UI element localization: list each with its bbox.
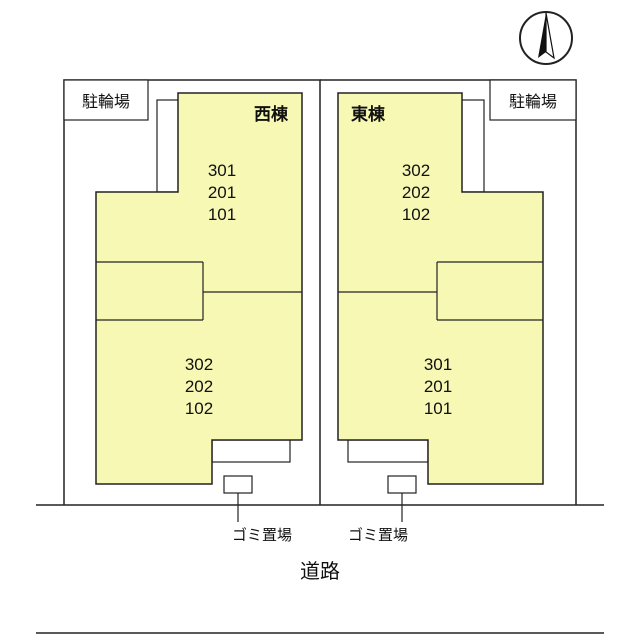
west-lot-boundary <box>63 79 321 505</box>
east-bicycle-parking-box <box>489 79 577 121</box>
west-unit-s1: 202 <box>185 377 213 396</box>
west-unit-n1: 201 <box>208 183 236 202</box>
east-building: 駐輪場 東棟 302 202 102 301 201 101 ゴミ置場 <box>337 79 577 544</box>
east-garbage-box <box>387 475 417 494</box>
west-building-name: 西棟 <box>254 104 289 125</box>
west-unit-s0: 302 <box>185 355 213 374</box>
east-garbage-label: ゴミ置場 <box>348 526 408 544</box>
west-unit-n0: 301 <box>208 161 236 180</box>
west-unit-n2: 101 <box>208 205 236 224</box>
east-unit-s1: 201 <box>424 377 452 396</box>
west-garbage-box <box>223 475 253 494</box>
east-building-footprint <box>337 92 544 485</box>
east-unit-s0: 301 <box>424 355 452 374</box>
west-bicycle-parking-box <box>63 79 149 121</box>
east-unit-n1: 202 <box>402 183 430 202</box>
west-garbage-label: ゴミ置場 <box>232 526 292 544</box>
east-unit-n2: 102 <box>402 205 430 224</box>
east-service-annex <box>458 99 485 193</box>
east-building-name: 東棟 <box>351 104 386 125</box>
west-bicycle-parking-label: 駐輪場 <box>82 92 130 111</box>
west-unit-s2: 102 <box>185 399 213 418</box>
east-unit-s2: 101 <box>424 399 452 418</box>
north-arrow-icon <box>519 11 573 65</box>
east-entrance-annex <box>347 439 429 463</box>
west-building-footprint <box>95 92 303 485</box>
east-bicycle-parking-label: 駐輪場 <box>509 92 557 111</box>
east-unit-n0: 302 <box>402 161 430 180</box>
west-building: 駐輪場 西棟 301 201 101 302 202 102 ゴミ置場 <box>63 79 303 544</box>
west-entrance-annex <box>211 439 291 463</box>
road-label: 道路 <box>300 559 340 583</box>
